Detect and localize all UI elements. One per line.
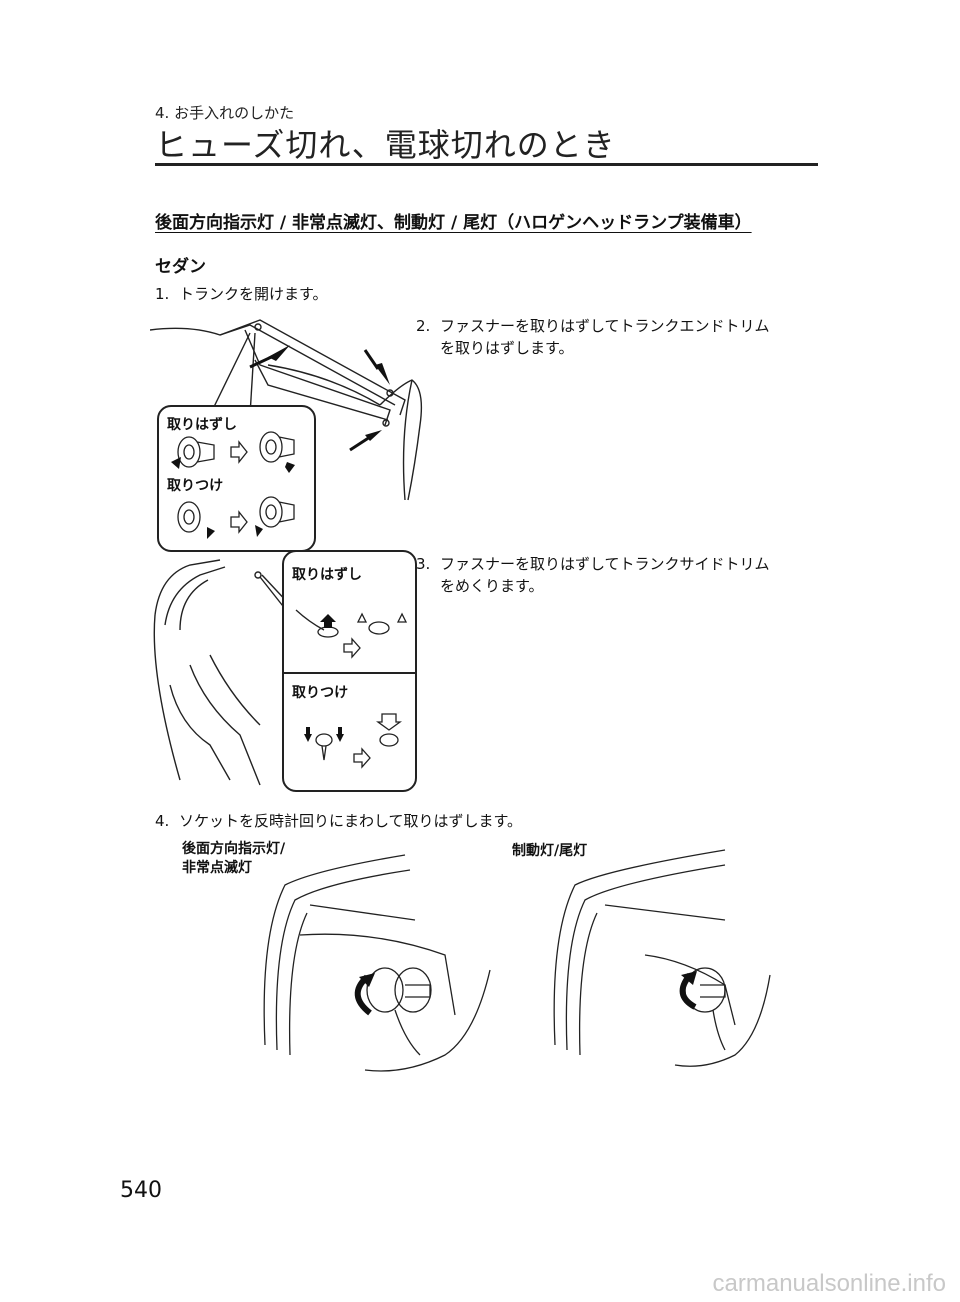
trunk-end-trim-illustration xyxy=(150,319,423,501)
clip-diagram-icon xyxy=(295,609,408,769)
step-4: 4. ソケットを反時計回りにまわして取りはずします。 xyxy=(155,810,522,832)
turn-signal-socket-illustration xyxy=(263,854,491,1072)
step-number: 4. xyxy=(155,812,170,830)
step-text-line2: を取りはずします。 xyxy=(440,339,574,357)
fastener-inset-2: 取りはずし 取りつけ xyxy=(282,550,417,792)
title-rule xyxy=(155,163,818,166)
step-text-line1: ファスナーを取りはずしてトランクサイドトリム xyxy=(440,555,770,573)
section-label: 4. お手入れのしかた xyxy=(155,104,295,122)
step-number: 3. xyxy=(416,555,431,573)
step-number: 2. xyxy=(416,317,431,335)
page-number: 540 xyxy=(120,1178,162,1203)
brake-tail-label: 制動灯/尾灯 xyxy=(512,843,588,859)
fastener-diagram-icon xyxy=(171,431,295,539)
remove-label: 取りはずし xyxy=(292,567,362,583)
step-3: 3. ファスナーを取りはずしてトランクサイドトリム をめくります。 xyxy=(416,553,826,597)
remove-label: 取りはずし xyxy=(167,417,237,433)
step-1: 1. トランクを開けます。 xyxy=(155,283,328,305)
fastener-inset-1: 取りはずし 取りつけ xyxy=(157,405,316,552)
step-number: 1. xyxy=(155,285,170,303)
page-title: ヒューズ切れ、電球切れのとき xyxy=(155,126,616,164)
watermark: carmanualsonline.info xyxy=(712,1270,946,1297)
inset-divider xyxy=(284,672,415,674)
step-text: ソケットを反時計回りにまわして取りはずします。 xyxy=(179,812,523,830)
turn-signal-label-line1: 後面方向指示灯/ xyxy=(182,841,286,857)
step-text-line2: をめくります。 xyxy=(440,577,544,595)
brake-tail-socket-illustration xyxy=(553,849,771,1067)
section-heading: 後面方向指示灯 / 非常点滅灯、制動灯 / 尾灯（ハロゲンヘッドランプ装備車） xyxy=(155,213,752,233)
turn-signal-label-line2: 非常点滅灯 xyxy=(182,860,252,876)
install-label: 取りつけ xyxy=(292,685,349,701)
sub-heading: セダン xyxy=(155,257,206,277)
step-text: トランクを開けます。 xyxy=(179,285,328,303)
turn-signal-label: 後面方向指示灯/ 非常点滅灯 xyxy=(182,840,285,878)
step-2: 2. ファスナーを取りはずしてトランクエンドトリム を取りはずします。 xyxy=(416,315,826,359)
step-text-line1: ファスナーを取りはずしてトランクエンドトリム xyxy=(440,317,770,335)
install-label: 取りつけ xyxy=(167,478,224,494)
